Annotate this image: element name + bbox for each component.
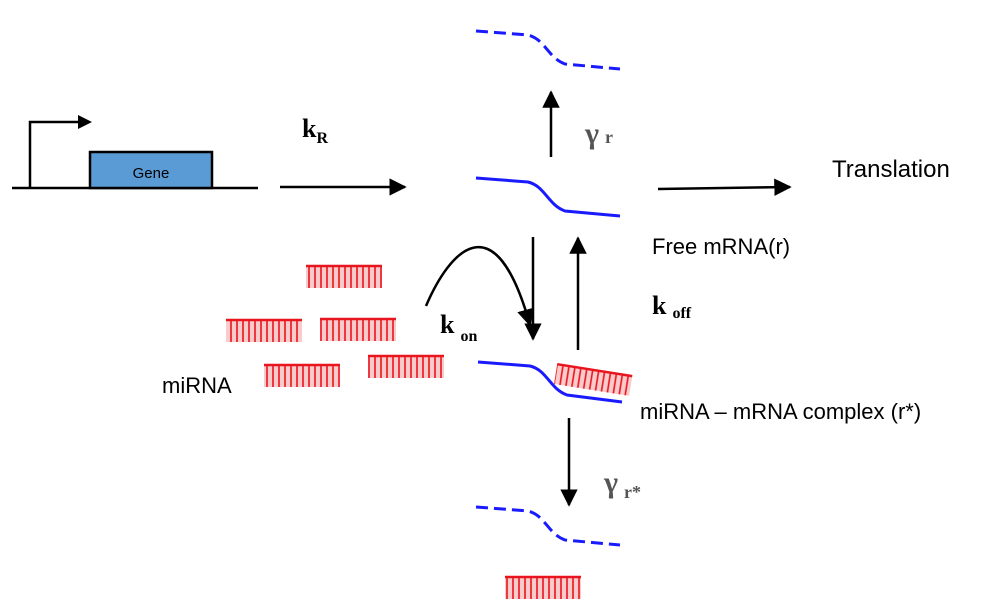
complex-label: miRNA – mRNA complex (r*)	[640, 399, 921, 424]
kon-curve-arrow	[424, 245, 535, 327]
mirna-molecule	[264, 363, 340, 387]
bound-mrna-strand	[477, 360, 623, 404]
mirna-mrna-complex	[477, 360, 633, 404]
mirna-molecule	[368, 354, 444, 378]
gene-label: Gene	[133, 165, 170, 182]
gene-box	[88, 150, 214, 190]
promoter-arrowhead-icon	[78, 115, 92, 129]
free-mrna-strand	[475, 176, 621, 218]
gene-construct: Gene	[12, 115, 258, 190]
degraded-mrna-bottom	[475, 505, 621, 547]
mirna-molecule	[320, 317, 396, 341]
degraded-mrna-top	[475, 29, 621, 71]
translation-label: Translation	[832, 156, 950, 183]
mirna-molecule	[226, 318, 302, 342]
translation-arrow	[657, 178, 792, 196]
free-mrna-label: Free mRNA(r)	[652, 234, 790, 259]
promoter-arrow-icon	[28, 120, 86, 188]
mirna-molecule	[306, 264, 382, 288]
mirna-pool	[226, 264, 444, 387]
k-r-label: kR	[302, 114, 328, 147]
released-mirna	[505, 575, 581, 599]
mirna-label: miRNA	[162, 373, 232, 398]
